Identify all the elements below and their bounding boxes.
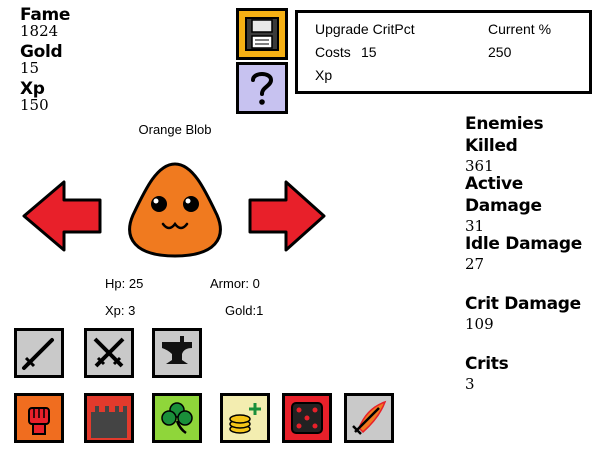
crit-damage-value: 109 xyxy=(465,315,494,333)
upgrade-slot-clover[interactable] xyxy=(152,393,202,443)
xp-stat: Xp 150 xyxy=(20,80,140,113)
costs-xp-label: Xp xyxy=(315,67,333,83)
enemy-name: Orange Blob xyxy=(138,122,212,137)
active-damage-label: Active Damage xyxy=(465,174,542,216)
upgrade-slot-flaming-sword[interactable] xyxy=(344,393,394,443)
upgrade-panel: Upgrade CritPct Current % Costs 15 250 X… xyxy=(295,10,592,94)
xp-label: Xp xyxy=(20,79,45,99)
xp-value: 150 xyxy=(20,96,49,114)
upgrade-slot-castle[interactable] xyxy=(84,393,134,443)
crit-damage-label: Crit Damage xyxy=(465,294,581,314)
flaming-sword-icon xyxy=(352,400,387,435)
enemies-killed-label: Enemies Killed xyxy=(465,114,544,156)
crit-damage-stat: Crit Damage 109 xyxy=(465,293,595,353)
weapon-slot-anvil[interactable] xyxy=(152,328,202,378)
weapon-slot-sword[interactable] xyxy=(14,328,64,378)
gold-label: Gold xyxy=(20,42,63,62)
floppy-disk-icon xyxy=(245,17,279,51)
castle-icon xyxy=(91,406,127,438)
left-arrow-icon xyxy=(22,180,102,252)
upgrade-slot-dice[interactable] xyxy=(282,393,332,443)
save-button[interactable] xyxy=(236,8,288,60)
enemy-armor: Armor: 0 xyxy=(210,276,260,291)
prev-enemy-button[interactable] xyxy=(22,180,102,252)
gold-value: 15 xyxy=(20,59,40,77)
active-damage-stat: Active Damage 31 xyxy=(465,173,595,235)
enemy-gold: Gold:1 xyxy=(225,303,264,318)
crits-label: Crits xyxy=(465,354,509,374)
crits-stat: Crits 3 xyxy=(465,353,595,413)
help-button[interactable] xyxy=(236,62,288,114)
player-stats: Fame 1824 Gold 15 Xp 150 xyxy=(20,6,140,117)
current-percent-value: 250 xyxy=(488,44,512,60)
fist-icon xyxy=(28,407,50,435)
upgrade-slot-fist[interactable] xyxy=(14,393,64,443)
active-damage-value: 31 xyxy=(465,217,485,235)
fame-label: Fame xyxy=(20,5,71,25)
costs-label: Costs xyxy=(315,44,351,60)
gold-stat: Gold 15 xyxy=(20,43,140,76)
right-arrow-icon xyxy=(248,180,326,252)
enemy-sprite[interactable] xyxy=(123,160,227,260)
next-enemy-button[interactable] xyxy=(248,180,326,252)
enemies-killed-value: 361 xyxy=(465,157,494,175)
combat-stats: Enemies Killed 361 Active Damage 31 Idle… xyxy=(465,113,595,413)
upgrade-title: Upgrade CritPct xyxy=(315,21,415,37)
crossed-swords-icon xyxy=(93,337,125,368)
idle-damage-value: 27 xyxy=(465,255,485,273)
enemies-killed-stat: Enemies Killed 361 xyxy=(465,113,595,175)
idle-damage-stat: Idle Damage 27 xyxy=(465,233,595,293)
weapon-slot-crossed-swords[interactable] xyxy=(84,328,134,378)
gold-plus-icon xyxy=(229,403,261,434)
upgrade-slot-gold-plus[interactable] xyxy=(220,393,270,443)
fame-value: 1824 xyxy=(20,22,59,40)
dice-icon xyxy=(291,402,323,434)
enemy-xp: Xp: 3 xyxy=(105,303,136,318)
idle-damage-label: Idle Damage xyxy=(465,234,582,254)
crits-value: 3 xyxy=(465,375,475,393)
anvil-icon xyxy=(162,336,192,364)
clover-icon xyxy=(161,402,193,435)
enemy-hp: Hp: 25 xyxy=(105,276,144,291)
costs-value: 15 xyxy=(361,44,377,60)
question-mark-icon xyxy=(251,72,274,105)
sword-icon xyxy=(22,338,54,370)
current-percent-label: Current % xyxy=(488,21,552,37)
fame-stat: Fame 1824 xyxy=(20,6,140,39)
